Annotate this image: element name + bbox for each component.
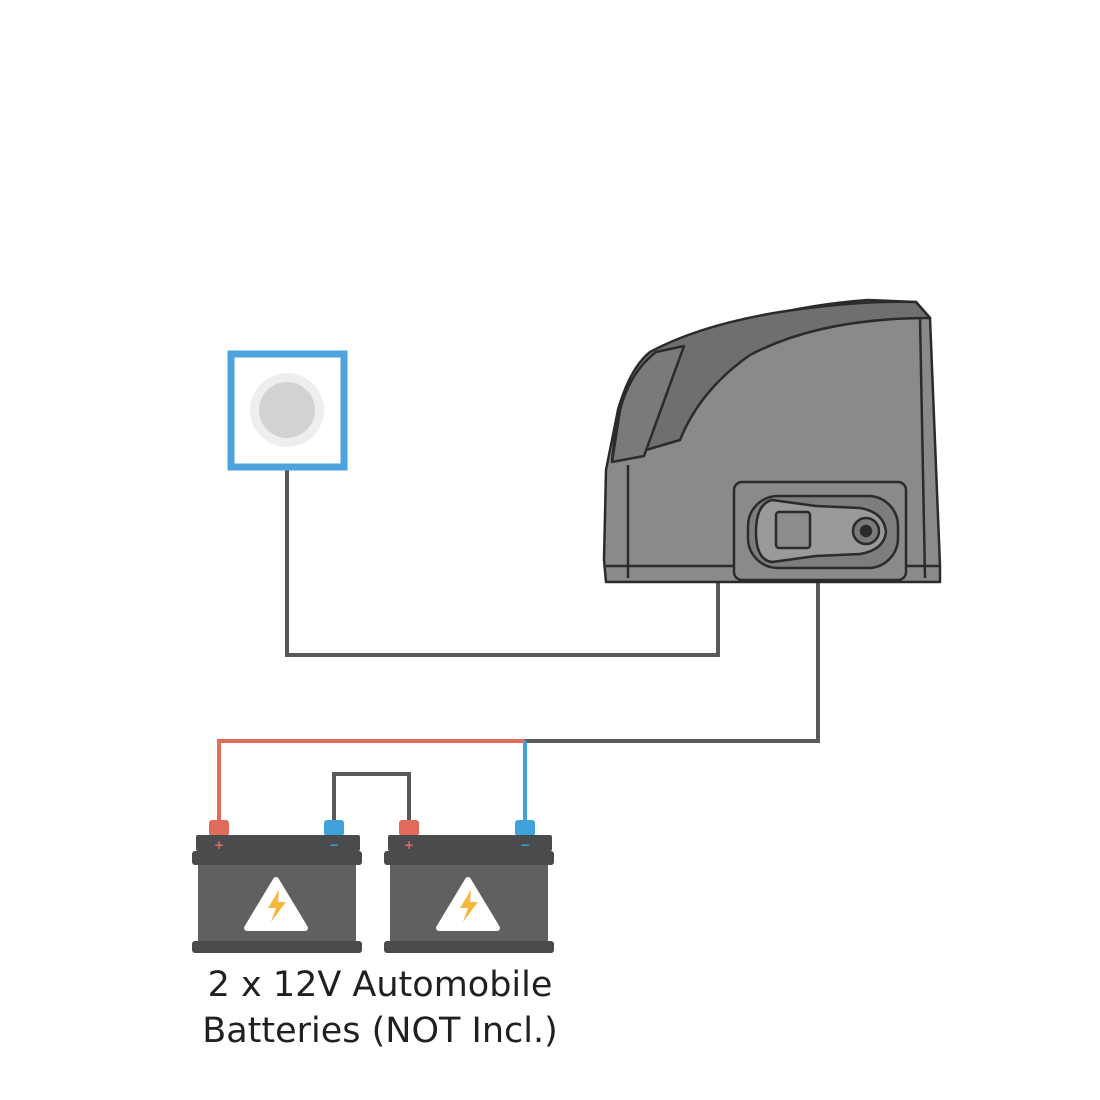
- high-voltage-warning-icon: [436, 877, 500, 931]
- battery-1-negative-sign: −: [329, 838, 339, 852]
- battery-1-lid: [192, 851, 362, 865]
- battery-1-negative-terminal: [324, 820, 344, 836]
- motor-to-battery-wire: [525, 582, 820, 743]
- battery-2: + −: [384, 820, 554, 953]
- battery-1-positive-terminal: [209, 820, 229, 836]
- positive-lead-wire: [217, 739, 525, 822]
- battery-2-base: [384, 941, 554, 953]
- release-lever-handle: [774, 510, 812, 550]
- caption-line-1: 2 x 12V Automobile: [207, 965, 553, 1005]
- battery-2-negative-sign: −: [520, 838, 530, 852]
- series-link-wire: [332, 772, 411, 822]
- battery-1-positive-sign: +: [214, 838, 224, 852]
- battery-2-negative-terminal: [515, 820, 535, 836]
- battery-2-upper-lid: [388, 835, 552, 851]
- motor-seam-2: [918, 317, 927, 579]
- battery-1: + −: [192, 820, 362, 953]
- high-voltage-warning-icon: [244, 877, 308, 931]
- battery-2-positive-sign: +: [404, 838, 414, 852]
- wires: [217, 440, 820, 822]
- motor-front-panel: [610, 344, 686, 464]
- battery-caption: 2 x 12V Automobile Batteries (NOT Incl.): [130, 962, 630, 1054]
- drive-shaft-inner: [859, 524, 873, 538]
- battery-1-base: [192, 941, 362, 953]
- wall-outlet-icon: [227, 350, 348, 471]
- outlet-to-motor-wire: [285, 440, 720, 657]
- battery-1-upper-lid: [196, 835, 360, 851]
- gate-opener-motor-icon: [602, 298, 942, 584]
- outlet-socket: [259, 382, 315, 438]
- caption-line-2: Batteries (NOT Incl.): [202, 1011, 558, 1051]
- battery-2-positive-terminal: [399, 820, 419, 836]
- battery-2-lid: [384, 851, 554, 865]
